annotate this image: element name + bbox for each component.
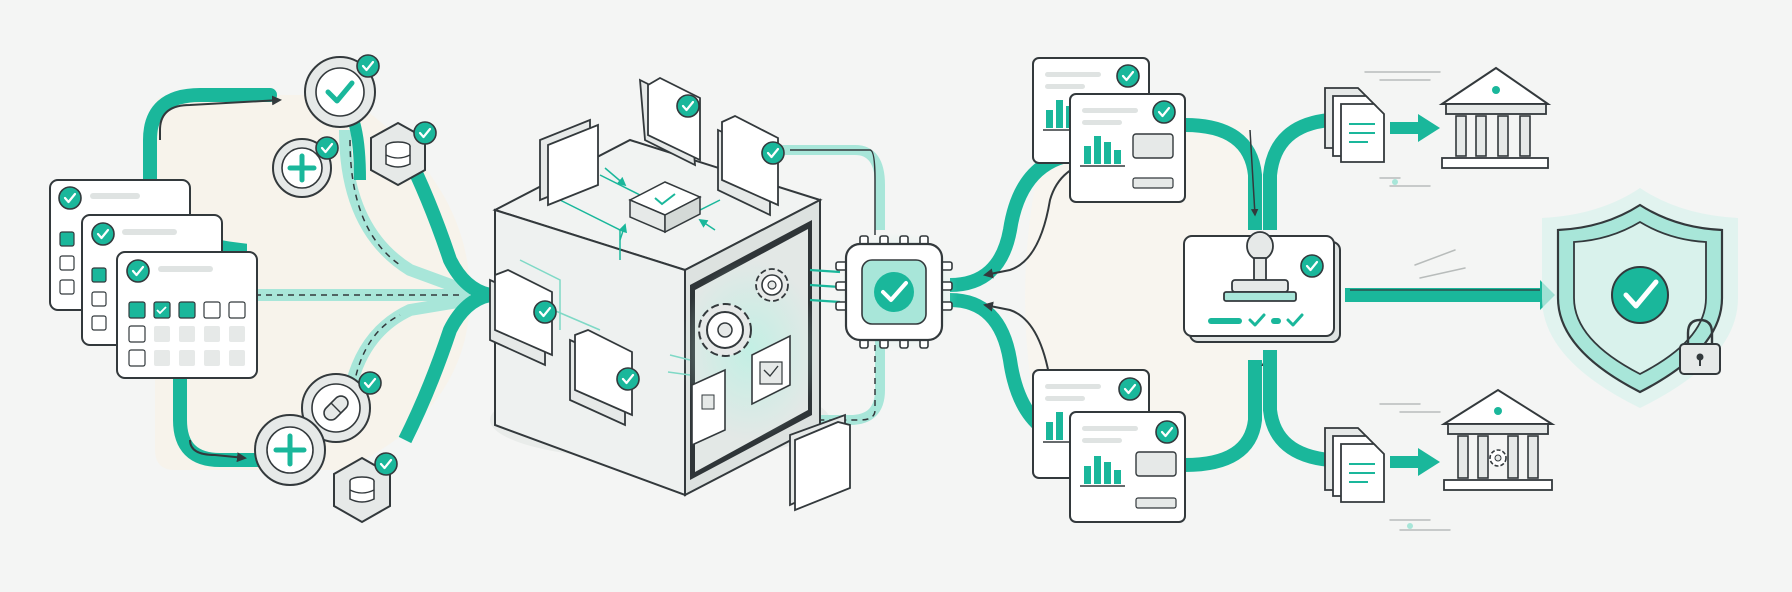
- calendar-grid: [128, 301, 246, 367]
- database-icon: [385, 141, 411, 168]
- plus-badge-bottom: [254, 414, 326, 486]
- bar-chart-icon: [1080, 136, 1125, 167]
- check-icon: [881, 281, 908, 302]
- check-badge-top: [304, 53, 381, 128]
- security-shield: [1542, 188, 1738, 408]
- pill-badge: [301, 370, 383, 443]
- chip-check: [835, 232, 958, 352]
- plus-icon: [287, 153, 317, 183]
- document-stack-bottom: [1324, 403, 1451, 531]
- check-icon: [325, 80, 355, 104]
- folder-icon: [569, 329, 641, 427]
- gear-icon: [1489, 449, 1507, 467]
- pill-icon: [323, 395, 349, 421]
- gear-icon: [755, 268, 789, 302]
- circuit-board: [691, 334, 791, 447]
- lock-icon: [1679, 318, 1721, 375]
- calendar-stack: [49, 179, 258, 379]
- folder-icon: [489, 269, 558, 367]
- folder-icon: [638, 76, 701, 167]
- database-hex-top: [370, 120, 438, 187]
- document-stack-top: [1324, 71, 1441, 187]
- calendar-card-front: [116, 251, 258, 379]
- gear-icon: [698, 303, 752, 357]
- isometric-server-cube: [492, 138, 841, 497]
- bar-chart-icon: [1080, 456, 1125, 487]
- database-icon: [349, 476, 375, 503]
- bank-building-bottom: [1440, 388, 1556, 491]
- bank-building-top: [1438, 66, 1552, 169]
- stamp-icon: [1223, 231, 1297, 302]
- folder-icon: [717, 114, 786, 217]
- folder-icon: [539, 118, 599, 207]
- bar-chart-icon: [1043, 412, 1070, 443]
- plus-icon: [273, 433, 307, 467]
- plus-badge-top: [272, 135, 340, 198]
- report-card-pair-top: [1032, 57, 1186, 203]
- approval-stamp: [1183, 231, 1341, 343]
- folder-icon: [789, 413, 851, 512]
- database-hex-bottom: [333, 451, 399, 524]
- check-icon: [1623, 279, 1659, 309]
- report-card-pair-bottom: [1032, 369, 1186, 523]
